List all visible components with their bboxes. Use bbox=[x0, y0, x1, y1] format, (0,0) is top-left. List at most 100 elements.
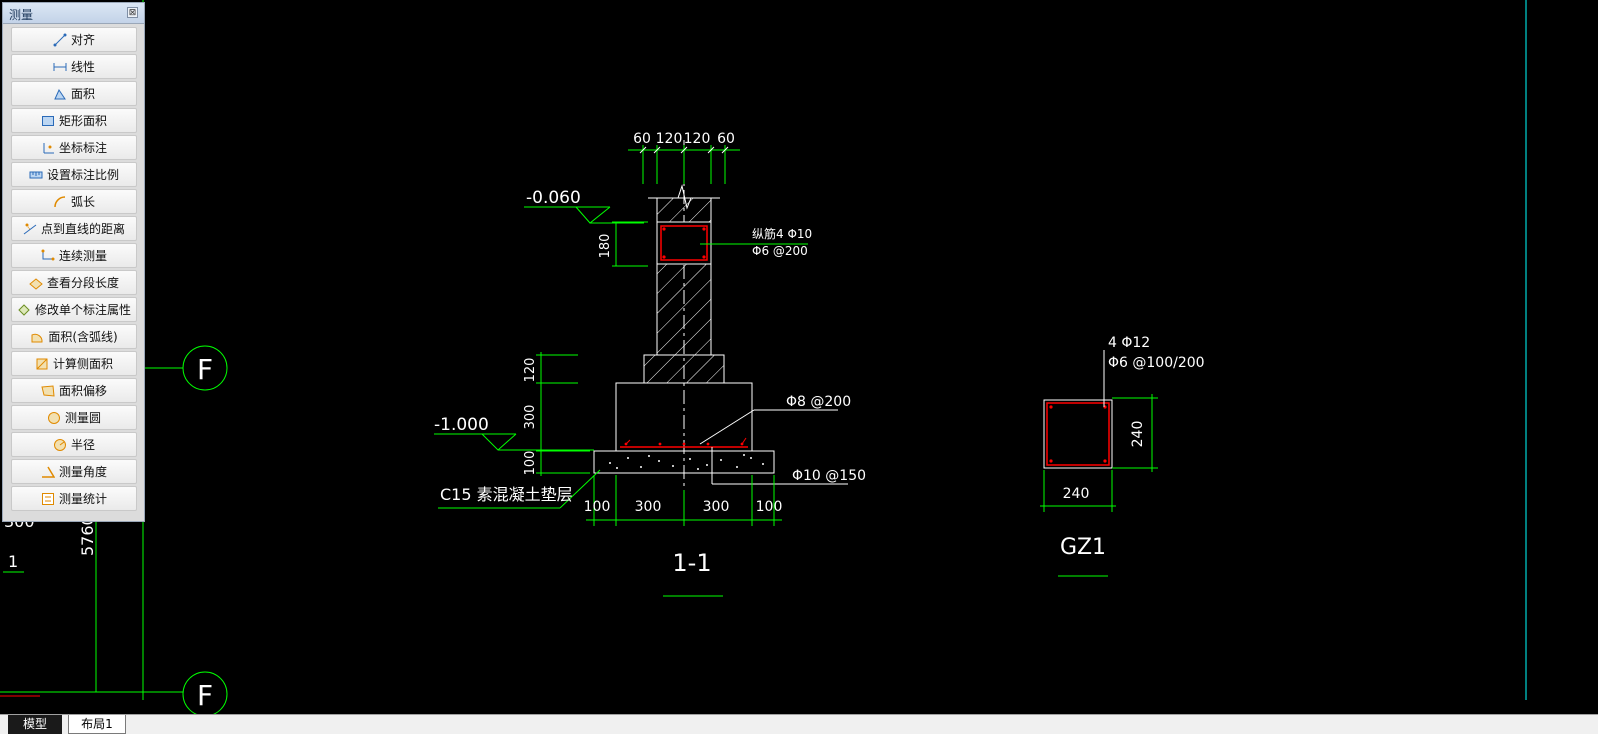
tool-label: 矩形面积 bbox=[58, 114, 107, 128]
dim-bottom-300-left: 300 bbox=[635, 499, 662, 515]
rebar-10-150-label: Φ10 @150 bbox=[792, 468, 866, 484]
tool-area-button[interactable]: 面积 bbox=[11, 81, 137, 106]
grid-label-f-lower: F bbox=[197, 679, 213, 712]
tool-label: 线性 bbox=[70, 60, 95, 74]
tool-label: 对齐 bbox=[70, 33, 95, 47]
close-icon[interactable]: ⊠ bbox=[127, 7, 138, 18]
cushion-label: C15 素混凝土垫层 bbox=[440, 485, 573, 504]
dim-180 bbox=[612, 221, 648, 267]
arc-area-icon bbox=[30, 330, 44, 344]
tool-rectangle-area-button[interactable]: 矩形面积 bbox=[11, 108, 137, 133]
gz1-rebar-stirrup: Φ6 @100/200 bbox=[1108, 355, 1205, 371]
dims-top bbox=[628, 145, 740, 184]
tool-continuous-measure-button[interactable]: 连续测量 bbox=[11, 243, 137, 268]
rebar-long-label: 纵筋4 Φ10 bbox=[752, 226, 812, 241]
tool-point-to-line-button[interactable]: 点到直线的距离 bbox=[11, 216, 137, 241]
rebar-stirrup-label: Φ6 @200 bbox=[752, 244, 808, 258]
dim-100-label: 100 bbox=[523, 451, 538, 476]
tool-label: 坐标标注 bbox=[58, 141, 107, 155]
tab-layout1[interactable]: 布局1 bbox=[68, 715, 126, 734]
tool-label: 面积(含弧线) bbox=[48, 330, 118, 344]
dim-top-120-right: 120 bbox=[684, 131, 711, 147]
palette-tool-list: 对齐线性面积矩形面积坐标标注设置标注比例弧长点到直线的距离连续测量查看分段长度修… bbox=[3, 24, 144, 511]
measure-palette: 测量 ⊠ 对齐线性面积矩形面积坐标标注设置标注比例弧长点到直线的距离连续测量查看… bbox=[2, 2, 145, 522]
grid-bubble-f: F bbox=[182, 345, 228, 391]
tool-label: 弧长 bbox=[70, 195, 95, 209]
tool-angle-button[interactable]: 测量角度 bbox=[11, 459, 137, 484]
tool-aligned-dimension-button[interactable]: 对齐 bbox=[11, 27, 137, 52]
section-1-1 bbox=[593, 140, 775, 520]
dim-bottom-300-right: 300 bbox=[703, 499, 730, 515]
dims-left-vertical bbox=[536, 352, 590, 476]
area-icon bbox=[53, 87, 67, 101]
layout-tab-bar: 模型 布局1 bbox=[0, 714, 1598, 734]
gz1-rebar-long: 4 Φ12 bbox=[1108, 335, 1150, 351]
tool-label: 测量统计 bbox=[58, 492, 107, 506]
area-offset-icon bbox=[41, 384, 55, 398]
elevation-marker-top bbox=[524, 206, 644, 224]
dim-top-60-right: 60 bbox=[717, 131, 735, 147]
tool-label: 面积 bbox=[70, 87, 95, 101]
tool-linear-dimension-button[interactable]: 线性 bbox=[11, 54, 137, 79]
tool-area-offset-button[interactable]: 面积偏移 bbox=[11, 378, 137, 403]
tool-coordinate-button[interactable]: 坐标标注 bbox=[11, 135, 137, 160]
tool-label: 面积偏移 bbox=[58, 384, 107, 398]
scale-icon bbox=[29, 168, 43, 182]
side-area-icon bbox=[35, 357, 49, 371]
tool-side-area-button[interactable]: 计算侧面积 bbox=[11, 351, 137, 376]
tool-arc-length-button[interactable]: 弧长 bbox=[11, 189, 137, 214]
elevation-bottom-label: -1.000 bbox=[434, 415, 489, 435]
tool-arc-area-button[interactable]: 面积(含弧线) bbox=[11, 324, 137, 349]
grid-bubble-f-lower: F bbox=[182, 671, 228, 714]
edit-dimension-icon bbox=[17, 303, 31, 317]
left-dim-5760: 5760 bbox=[78, 515, 97, 556]
elevation-top-label: -0.060 bbox=[526, 188, 581, 208]
tool-measure-circle-button[interactable]: 测量圆 bbox=[11, 405, 137, 430]
left-label-1: 1 bbox=[8, 552, 18, 571]
angle-icon bbox=[41, 465, 56, 479]
dim-bottom-100-left: 100 bbox=[584, 499, 611, 515]
tool-radius-button[interactable]: 半径 bbox=[11, 432, 137, 457]
segment-length-icon bbox=[29, 276, 43, 290]
dim-top-60-left: 60 bbox=[633, 131, 651, 147]
point-to-line-icon bbox=[23, 222, 37, 236]
tab-model[interactable]: 模型 bbox=[8, 715, 62, 734]
tool-edit-dimension-button[interactable]: 修改单个标注属性 bbox=[11, 297, 137, 322]
tool-label: 设置标注比例 bbox=[46, 168, 119, 182]
statistics-icon bbox=[41, 492, 55, 506]
grid-label-f: F bbox=[197, 353, 213, 386]
drawing-canvas[interactable]: F F 300 5760 1 bbox=[0, 0, 1598, 714]
gz1-title: GZ1 bbox=[1060, 535, 1106, 560]
elevation-marker-bottom bbox=[434, 433, 594, 451]
dims-bottom bbox=[586, 475, 782, 526]
tool-scale-button[interactable]: 设置标注比例 bbox=[11, 162, 137, 187]
tool-label: 计算侧面积 bbox=[52, 357, 113, 371]
dim-300-label: 300 bbox=[523, 405, 538, 430]
dim-top-120-left: 120 bbox=[656, 131, 683, 147]
palette-title-bar[interactable]: 测量 ⊠ bbox=[3, 3, 144, 24]
cushion-leader bbox=[438, 469, 601, 509]
linear-dimension-icon bbox=[53, 60, 67, 74]
gz1-detail bbox=[1040, 350, 1158, 512]
tool-label: 连续测量 bbox=[58, 249, 107, 263]
rebar-leader-footing bbox=[699, 409, 848, 485]
arc-length-icon bbox=[53, 195, 67, 209]
tool-label: 点到直线的距离 bbox=[40, 222, 125, 236]
rectangle-area-icon bbox=[41, 114, 55, 128]
dim-180-label: 180 bbox=[598, 234, 613, 259]
tool-statistics-button[interactable]: 测量统计 bbox=[11, 486, 137, 511]
dim-120-label: 120 bbox=[523, 358, 538, 383]
tool-label: 测量圆 bbox=[64, 411, 101, 425]
coordinate-icon bbox=[41, 141, 55, 155]
tool-label: 查看分段长度 bbox=[46, 276, 119, 290]
aligned-dimension-icon bbox=[53, 33, 67, 47]
tool-label: 测量角度 bbox=[58, 465, 107, 479]
radius-icon bbox=[53, 438, 67, 452]
tool-segment-length-button[interactable]: 查看分段长度 bbox=[11, 270, 137, 295]
continuous-measure-icon bbox=[41, 249, 55, 263]
dim-bottom-100-right: 100 bbox=[756, 499, 783, 515]
rebar-8-200-label: Φ8 @200 bbox=[786, 394, 851, 410]
palette-title: 测量 bbox=[9, 8, 34, 22]
tool-label: 半径 bbox=[70, 438, 95, 452]
section-title: 1-1 bbox=[672, 549, 711, 577]
